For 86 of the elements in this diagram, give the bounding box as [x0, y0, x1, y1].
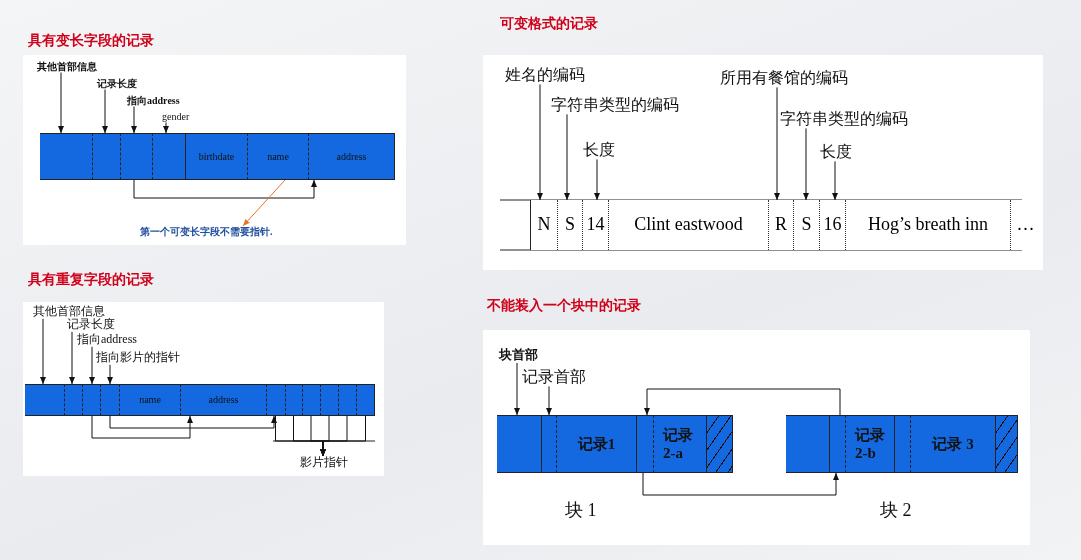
section-heading: 可变格式的记录 [500, 15, 598, 33]
callout-label: 记录首部 [522, 368, 586, 387]
record-field: address [180, 384, 266, 416]
record-field: birthdate [185, 133, 247, 180]
record-field [338, 384, 356, 416]
record-field [302, 384, 320, 416]
arrow [642, 472, 839, 496]
arrow [69, 331, 75, 385]
record-field: 14 [582, 200, 608, 250]
arrow [320, 415, 366, 457]
callout-label: 块首部 [499, 348, 538, 363]
callout-label: 长度 [820, 143, 852, 162]
record-field: R [768, 200, 793, 250]
record-field: name [119, 384, 180, 416]
callout-label: 字符串类型的编码 [780, 110, 908, 129]
record-field [64, 384, 82, 416]
record-field [497, 415, 541, 473]
record-field: 记录 2-b [845, 415, 894, 473]
callout-label: 长度 [583, 141, 615, 160]
record-field [92, 133, 120, 180]
record-field [894, 415, 910, 473]
record-field [266, 384, 285, 416]
record-field [100, 384, 119, 416]
record-field: name [247, 133, 308, 180]
unused-space [706, 415, 733, 473]
arrow [133, 179, 317, 199]
callout-label: 其他首部信息 [37, 61, 97, 73]
callout-label: gender [162, 111, 190, 123]
section-heading: 具有重复字段的记录 [28, 271, 154, 289]
record-field [636, 415, 653, 473]
record-field [25, 384, 64, 416]
arrow [89, 346, 95, 385]
record-field [541, 415, 556, 473]
record-field: 16 [819, 200, 845, 250]
arrow [774, 86, 780, 201]
section-heading: 具有变长字段的记录 [28, 32, 154, 50]
callout-label: 指向address [77, 333, 137, 347]
record-field [120, 133, 152, 180]
callout-label: 指向影片的指针 [96, 351, 180, 365]
record-field: Clint eastwood [608, 200, 768, 250]
arrow [163, 122, 169, 134]
record-field [285, 384, 302, 416]
arrow [131, 106, 137, 134]
record-field: address [308, 133, 395, 180]
section-heading: 不能装入一个块中的记录 [487, 297, 641, 315]
record-field: Hog’s breath inn [845, 200, 1010, 250]
block-label: 块 2 [880, 500, 912, 521]
record-field [320, 384, 338, 416]
record-field: 记录 2-a [653, 415, 706, 473]
arrow [537, 83, 543, 201]
record-field: S [793, 200, 819, 250]
callout-label: 其他首部信息 [33, 305, 105, 319]
callout-label: 字符串类型的编码 [551, 96, 679, 115]
record-field: 记录1 [556, 415, 636, 473]
arrow [91, 415, 193, 439]
record-field [786, 415, 829, 473]
arrow [107, 364, 113, 385]
callout-label: 姓名的编码 [505, 66, 585, 85]
block-label: 块 1 [565, 500, 597, 521]
record-field: 记录 3 [910, 415, 995, 473]
record-field [82, 384, 100, 416]
record-field [829, 415, 845, 473]
record-field: S [557, 200, 582, 250]
arrow [594, 158, 600, 201]
callout-label: 影片指针 [300, 456, 348, 470]
arrow [832, 160, 838, 201]
callout-label: 所用有餐馆的编码 [720, 69, 848, 88]
arrow [514, 362, 520, 416]
arrow [242, 179, 286, 227]
record-field [356, 384, 375, 416]
arrow [40, 318, 46, 385]
unused-space [995, 415, 1018, 473]
record-field [152, 133, 185, 180]
arrow [803, 127, 809, 201]
arrow [109, 415, 277, 429]
arrow [644, 388, 841, 416]
arrow [546, 385, 552, 416]
callout-label: 记录长度 [97, 78, 137, 90]
note-text: 第一个可变长字段不需要指针. [140, 226, 273, 238]
record-field [40, 133, 92, 180]
callout-label: 记录长度 [67, 318, 115, 332]
record-field: N [530, 200, 557, 250]
callout-label: 指向address [127, 95, 180, 107]
arrow [564, 113, 570, 201]
arrow [58, 72, 64, 134]
arrow [102, 89, 108, 134]
